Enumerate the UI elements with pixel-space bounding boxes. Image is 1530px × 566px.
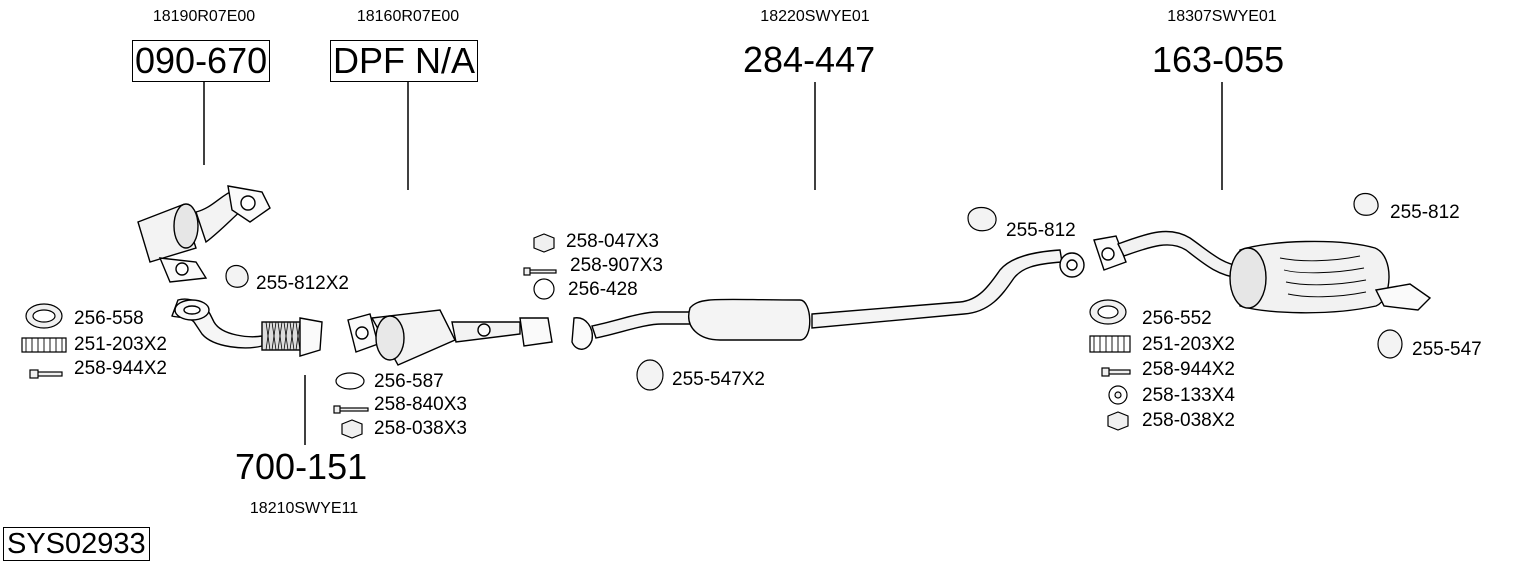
accessory-rear-spring[interactable]: 251-203X2 — [1142, 334, 1235, 355]
oem-number-catalyst: 18190R07E00 — [152, 8, 256, 25]
part-number-rear-silencer[interactable]: 163-055 — [1152, 39, 1285, 80]
accessory-mid-nut[interactable]: 258-047X3 — [566, 231, 659, 252]
accessory-dpf-nut[interactable]: 258-038X3 — [374, 418, 467, 439]
accessory-front-bolt[interactable]: 258-944X2 — [74, 358, 167, 379]
part-number-middle-pipe[interactable]: 284-447 — [743, 39, 876, 80]
accessory-rear-washer[interactable]: 258-133X4 — [1142, 385, 1235, 406]
system-code-label: SYS02933 — [3, 527, 150, 561]
oem-number-front-pipe: 18210SWYE11 — [249, 500, 359, 517]
accessory-mid-bolt[interactable]: 258-907X3 — [570, 255, 663, 276]
oem-number-rear-silencer: 18307SWYE01 — [1167, 8, 1277, 25]
rear-silencer-drawing — [1093, 230, 1432, 314]
middle-pipe-drawing — [571, 249, 1085, 350]
part-number-catalyst[interactable]: 090-670 — [132, 40, 271, 82]
front-pipe-drawing — [171, 298, 323, 357]
accessory-rear-nut[interactable]: 258-038X2 — [1142, 410, 1235, 431]
accessory-dpf-bolt[interactable]: 258-840X3 — [374, 394, 467, 415]
fittings — [21, 233, 1131, 439]
accessory-catalyst-mount[interactable]: 255-812X2 — [256, 273, 349, 294]
rubber-mounts — [225, 192, 1403, 391]
part-number-dpf[interactable]: DPF N/A — [330, 40, 479, 82]
accessory-rear-top-mount[interactable]: 255-812 — [1390, 202, 1460, 223]
accessory-front-spring[interactable]: 251-203X2 — [74, 334, 167, 355]
dpf-drawing — [347, 309, 553, 366]
accessory-front-gasket[interactable]: 256-558 — [74, 308, 144, 329]
oem-number-middle-pipe: 18220SWYE01 — [760, 8, 870, 25]
accessory-rear-gasket[interactable]: 256-552 — [1142, 308, 1212, 329]
accessory-rear-bolt[interactable]: 258-944X2 — [1142, 359, 1235, 380]
oem-number-dpf: 18160R07E00 — [356, 8, 460, 25]
catalyst-drawing — [137, 185, 271, 283]
accessory-tail-mount[interactable]: 255-547 — [1412, 339, 1482, 360]
accessory-dpf-gasket[interactable]: 256-587 — [374, 371, 444, 392]
accessory-mid-gasket[interactable]: 256-428 — [568, 279, 638, 300]
accessory-rear-pipe-mount[interactable]: 255-812 — [1006, 220, 1076, 241]
accessory-mid-mount[interactable]: 255-547X2 — [672, 369, 765, 390]
part-number-front-pipe[interactable]: 700-151 — [235, 446, 368, 487]
